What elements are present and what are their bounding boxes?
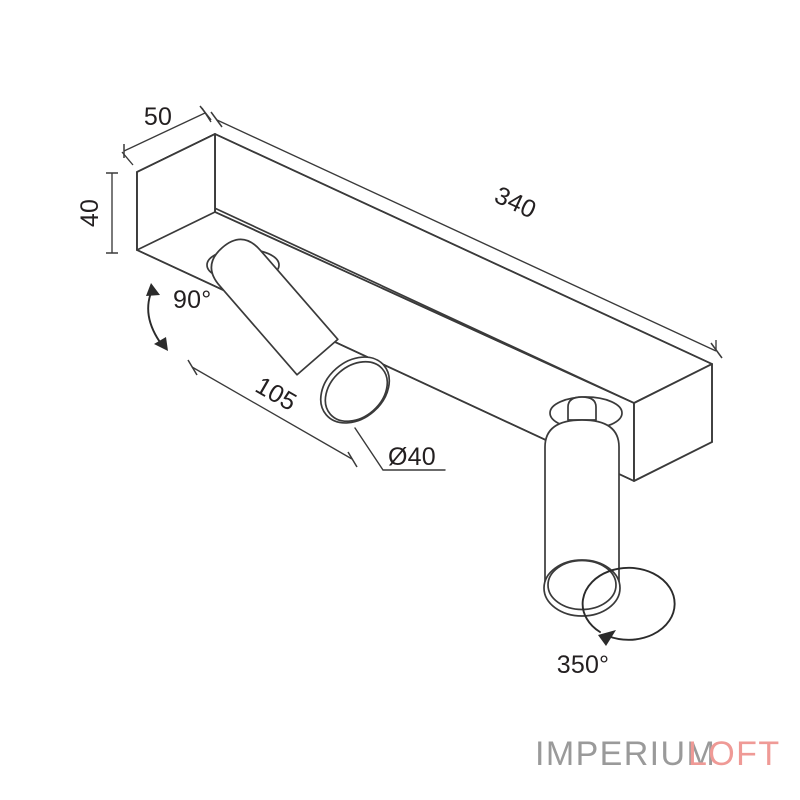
callout-350-arrowhead [598,630,616,646]
spot-head-left [206,238,391,424]
dimension-40-group: 40 [76,172,118,254]
dimension-340-label: 340 [490,181,540,224]
callout-350-arc [581,566,676,641]
callout-90-arc [147,287,163,346]
watermark-loft: LOFT [688,735,781,773]
callout-90-label: 90° [173,286,211,314]
dimension-50-group: 50 [121,103,212,166]
callout-90-arrowhead-bottom [154,337,168,351]
spot-right-aperture-inner [547,559,617,611]
dimension-340-line [216,119,717,352]
spot-right-tube [544,419,620,586]
spot-left-tube [210,238,339,376]
dimension-50-line [123,112,206,152]
spot-left-aperture [319,356,391,424]
ceiling-base-top-front-edge [214,211,635,404]
dimension-diameter-40-label: Ø40 [388,443,436,471]
dimension-105-tick-left [187,359,198,376]
dimension-50-label: 50 [144,103,172,131]
dimension-105-line [191,366,353,460]
callout-350-label: 350° [557,651,610,679]
ceiling-base-top-right-edge [633,363,713,404]
ceiling-base-body [136,133,713,482]
spot-right-knuckle [567,396,597,421]
watermark-logo: IMPERIUM LOFT [535,735,781,773]
spot-left-aperture-inner [324,360,389,423]
callout-90-arrowhead-top [146,283,160,296]
callout-350-degrees-group: 350° [557,566,676,679]
watermark-imperium: IMPERIUM [535,735,716,773]
callout-90-degrees-group: 90° [146,283,211,351]
dimension-50-tick-right [199,105,212,121]
dimension-40-label: 40 [76,199,104,227]
spot-left-barrel-group [210,238,339,376]
dimension-diameter-40-group: Ø40 [354,427,446,471]
ceiling-base-bottom-left-edge [136,211,216,251]
dimension-340-tick-left [210,111,223,128]
dimension-105-tick-right [347,451,358,468]
ceiling-base-top-left-edge [136,133,216,173]
spot-head-right [543,396,623,617]
dimension-105-label: 105 [251,371,302,416]
dimension-diameter-40-leader [354,427,446,471]
ceiling-base-bottom-right-edge [633,441,713,482]
ceiling-base-top-back-edge [214,133,713,365]
